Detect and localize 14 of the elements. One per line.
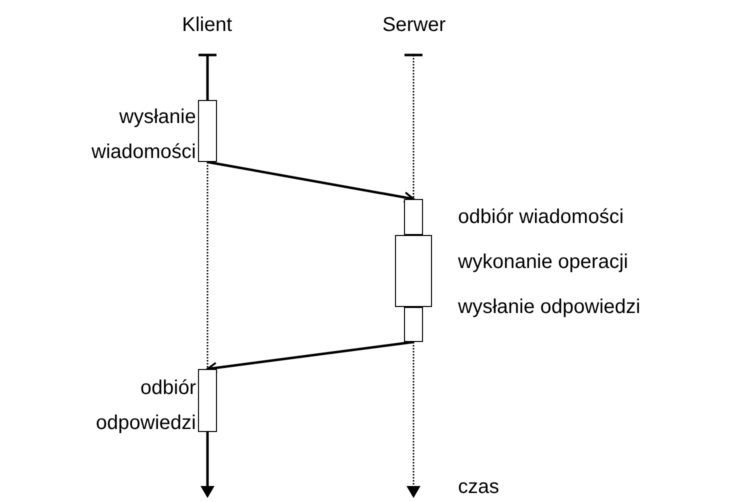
step-label: wykonanie operacji (458, 250, 628, 275)
step-label: wysłanie odpowiedzi (458, 295, 640, 320)
activation-box (395, 235, 432, 307)
axis-label: czas (458, 475, 500, 500)
step-label: odbiór odpowiedzi (94, 376, 196, 436)
activation-box (198, 369, 217, 432)
lifeline-header: Klient (175, 10, 239, 40)
activation-box (198, 100, 217, 162)
lifeline-header: Serwer (378, 10, 450, 40)
step-label: odbiór wiadomości (458, 205, 624, 230)
activation-box (404, 199, 423, 235)
step-label: wysłanie wiadomości (90, 105, 196, 165)
activation-box (404, 307, 423, 342)
lifeline (206, 162, 208, 369)
